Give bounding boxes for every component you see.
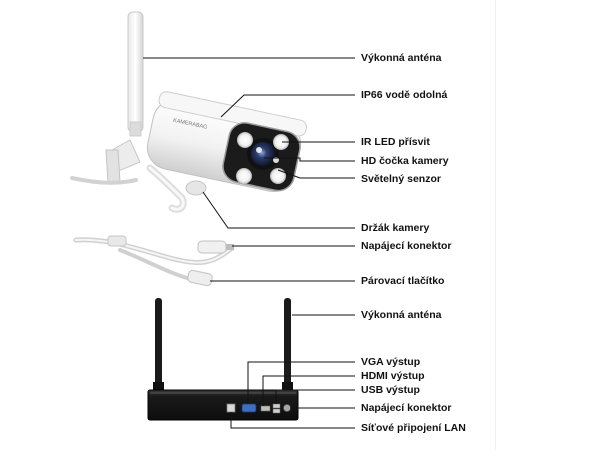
label-antenna-nvr: Výkonná anténa — [361, 309, 442, 321]
leader-hd-lens — [264, 157, 355, 162]
ir-led-shape — [237, 132, 253, 148]
leader-waterproof — [220, 94, 355, 118]
camera-illustration: KAMERABAG — [70, 11, 308, 287]
camera-antenna — [127, 11, 144, 133]
label-power-connector-nvr: Napájecí konektor — [361, 402, 452, 414]
nvr-antenna-right — [284, 298, 291, 390]
leader-usb — [275, 389, 355, 404]
nvr-antenna-left — [155, 298, 162, 390]
label-hdmi-output: HDMI výstup — [361, 370, 425, 382]
leader-bracket — [202, 191, 355, 229]
nvr-power-port-shape — [283, 404, 291, 412]
label-usb-output: USB výstup — [361, 384, 420, 396]
label-antenna-camera: Výkonná anténa — [361, 52, 442, 64]
label-power-connector-camera: Napájecí konektor — [361, 240, 452, 252]
lan-port-shape — [226, 403, 236, 413]
label-lan-port: Síťové připojení LAN — [361, 422, 466, 434]
nvr-body — [147, 389, 299, 421]
leader-hdmi — [262, 375, 355, 406]
camera-cable — [73, 235, 235, 287]
leader-vga — [247, 361, 355, 404]
leader-lines — [143, 57, 355, 429]
label-camera-bracket: Držák kamery — [361, 222, 430, 234]
usb-port-shape — [272, 403, 281, 409]
label-vga-output: VGA výstup — [361, 356, 421, 368]
label-ir-led: IR LED přísvit — [361, 136, 430, 148]
leader-light-sensor — [277, 169, 355, 179]
label-pairing-button: Párovací tlačítko — [361, 275, 445, 287]
label-light-sensor: Světelný senzor — [361, 173, 441, 185]
leader-lan — [230, 412, 355, 429]
label-hd-lens: HD čočka kamery — [361, 155, 449, 167]
right-guide-line — [495, 0, 496, 450]
nvr-illustration — [147, 298, 299, 421]
label-waterproof: IP66 vodě odolná — [361, 89, 448, 101]
hdmi-port-shape — [260, 405, 271, 412]
vga-port-shape — [241, 403, 257, 413]
